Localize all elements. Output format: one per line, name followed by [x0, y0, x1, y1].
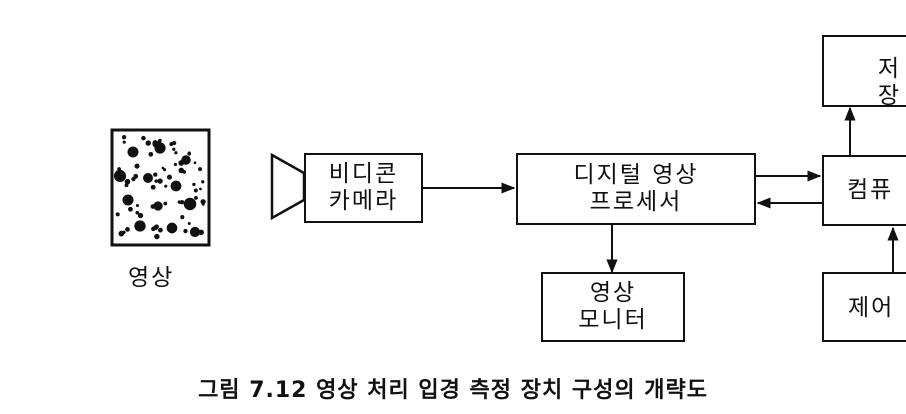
digital-image-processor-box: 디지털 영상 프로세서 [516, 153, 756, 225]
particle-dot [189, 226, 201, 238]
particle-dot [154, 233, 160, 240]
particle-dot [127, 150, 131, 154]
particle-dot [119, 171, 124, 176]
particle-dot [200, 199, 206, 205]
particle-dot [152, 140, 159, 146]
particle-dot [183, 197, 197, 211]
particle-dot [163, 201, 168, 206]
storage-label: 저장 [877, 56, 902, 109]
particle-dot [150, 204, 156, 209]
particle-dot [135, 204, 140, 208]
particle-dot [153, 172, 158, 177]
particle-dot [157, 178, 163, 184]
monitor-line-2: 모니터 [578, 307, 648, 333]
particle-dot [122, 140, 126, 144]
control-box: 제어 [822, 272, 906, 342]
particle-dot [155, 145, 161, 151]
particle-dot [172, 147, 176, 151]
particle-dot [166, 222, 178, 234]
particle-dot [199, 187, 202, 191]
particle-dot [127, 146, 139, 158]
particle-dot [154, 179, 158, 183]
particle-dot [135, 210, 140, 215]
particle-dot [173, 162, 178, 167]
figure-caption: 그림 7.12 영상 처리 입경 측정 장치 구성의 개략도 [198, 378, 708, 403]
particle-dot [134, 163, 140, 169]
particle-dot [174, 151, 178, 155]
particle-dot [158, 227, 163, 233]
camera-lens-icon [270, 152, 306, 221]
monitor-line-1: 영상 [589, 280, 637, 306]
particle-dot [145, 140, 151, 146]
particle-dot [169, 142, 174, 147]
storage-box: 저장 [822, 35, 906, 109]
particle-dot [201, 202, 205, 206]
particle-dot [157, 139, 162, 144]
computer-box: 컴퓨 [822, 155, 906, 226]
particle-dot [137, 212, 144, 219]
particle-dot [150, 184, 156, 190]
particle-dot [179, 200, 185, 205]
particle-dot [187, 222, 191, 226]
particle-dot [183, 228, 188, 234]
particle-dot [124, 178, 131, 185]
particle-dot [192, 182, 196, 187]
particle-dot [198, 167, 203, 172]
particle-dot [170, 180, 182, 192]
particle-dot [122, 230, 126, 234]
image-monitor-box: 영상 모니터 [541, 272, 685, 342]
particle-dot [166, 174, 172, 180]
particle-dot [177, 200, 182, 204]
particle-dot [198, 229, 204, 235]
particle-dot [133, 173, 139, 179]
particle-dot [143, 173, 153, 183]
image-label: 영상 [128, 265, 175, 291]
processor-line-1: 디지털 영상 [573, 162, 699, 188]
computer-label: 컴퓨 [847, 177, 894, 203]
particle-dot [193, 188, 198, 193]
videocon-camera-line-1: 비디콘 [328, 161, 399, 187]
particle-dot [141, 135, 146, 141]
processor-line-2: 프로세서 [589, 189, 683, 215]
particle-dot [134, 220, 146, 232]
particle-dot [161, 166, 165, 170]
particle-dot [180, 215, 185, 220]
particle-dot [121, 135, 127, 140]
particle-dot [187, 151, 192, 156]
particle-dot [193, 161, 197, 165]
particle-dot [148, 151, 154, 157]
particle-dot [153, 201, 163, 211]
particle-dot [178, 167, 185, 174]
particle-dot [128, 206, 133, 212]
particle-dot [201, 180, 205, 184]
control-label: 제어 [848, 295, 895, 321]
particle-dot [172, 224, 177, 228]
particle-dot [125, 227, 130, 232]
particle-dot [194, 195, 198, 200]
particle-dot [115, 170, 120, 176]
particle-dot [151, 226, 156, 232]
particle-dot [124, 183, 129, 188]
particle-dot [178, 160, 184, 166]
videocon-camera-line-2: 카메라 [328, 188, 399, 214]
particle-dot [122, 194, 134, 206]
videocon-camera-box: 비디콘 카메라 [304, 153, 423, 223]
particle-dot [115, 212, 120, 217]
particle-dot [117, 167, 121, 171]
particle-image [110, 128, 211, 247]
particle-dot [164, 184, 168, 188]
